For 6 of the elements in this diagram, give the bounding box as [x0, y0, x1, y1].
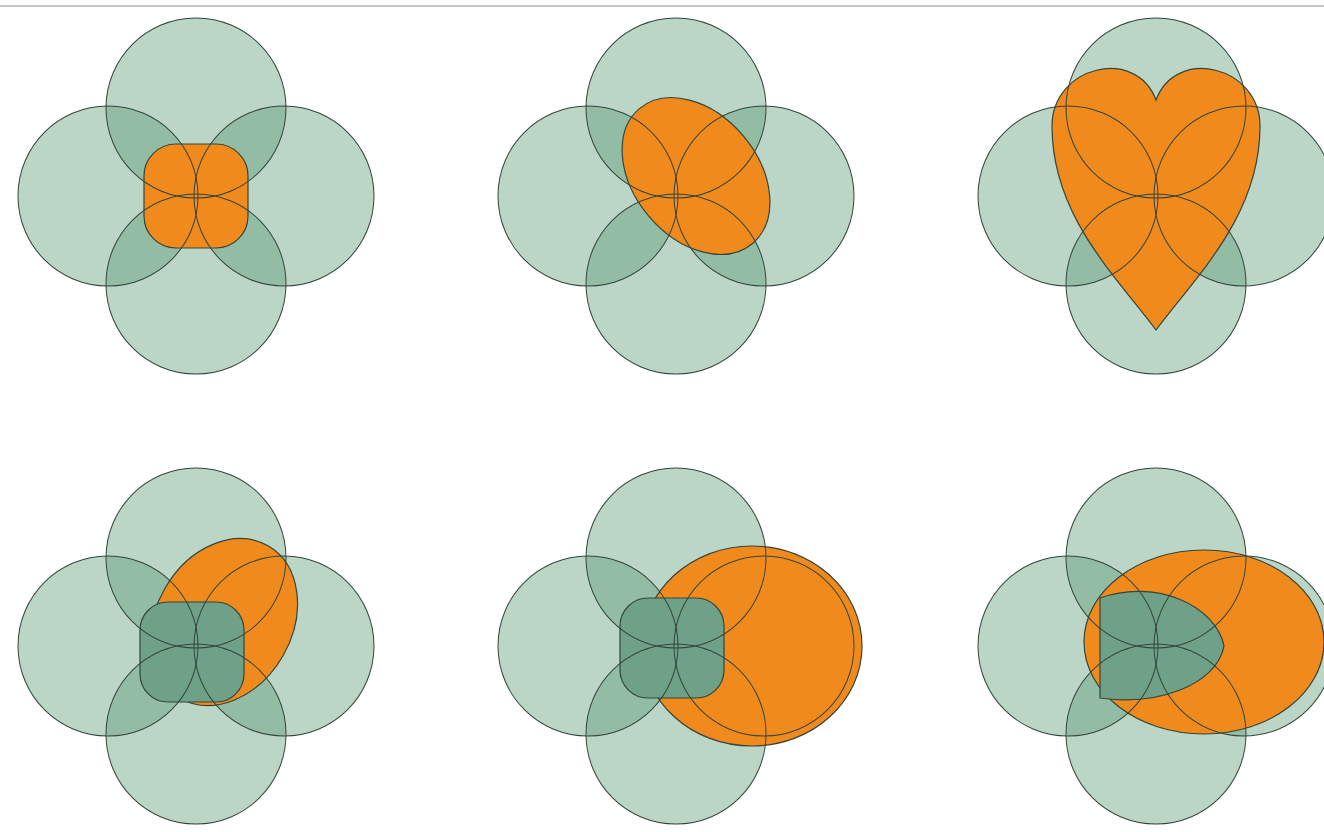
venn-diagram-drawing: [977, 17, 1324, 375]
venn-diagram-drawing: [497, 467, 863, 825]
venn-diagram-drawing: [497, 17, 855, 375]
venn-diagram-drawing: [17, 17, 375, 375]
venn-diagram-drawing: [17, 467, 375, 825]
venn-diagram-drawing: [977, 467, 1324, 825]
